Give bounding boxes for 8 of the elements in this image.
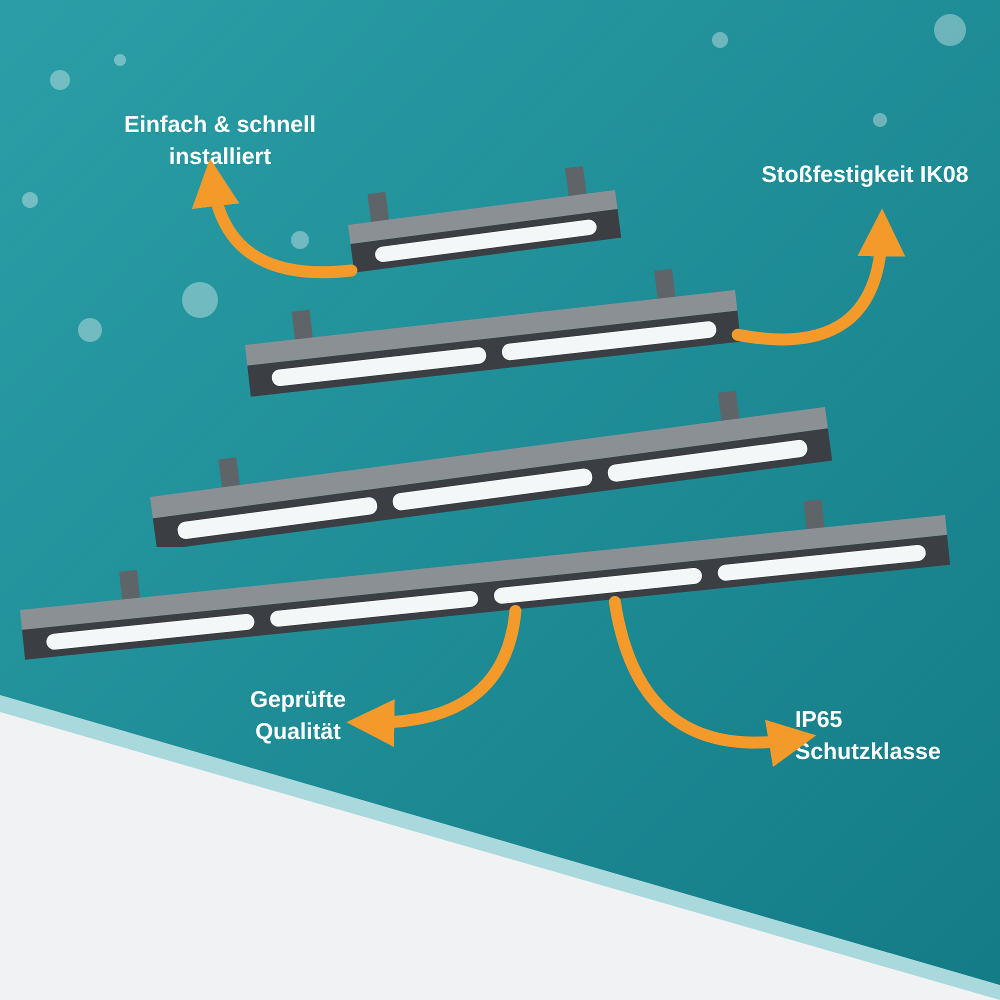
feature-label: Einfach & schnell installiert [95, 108, 345, 180]
feature-label: IP65 Schutzklasse [795, 703, 985, 775]
curved-arrow [346, 605, 522, 746]
curved-arrow [608, 596, 816, 766]
feature-label: Geprüfte Qualität [228, 683, 368, 755]
feature-label: Stoßfestigkeit IK08 [760, 158, 970, 230]
curved-arrow [193, 158, 358, 278]
curved-arrow [732, 208, 904, 346]
